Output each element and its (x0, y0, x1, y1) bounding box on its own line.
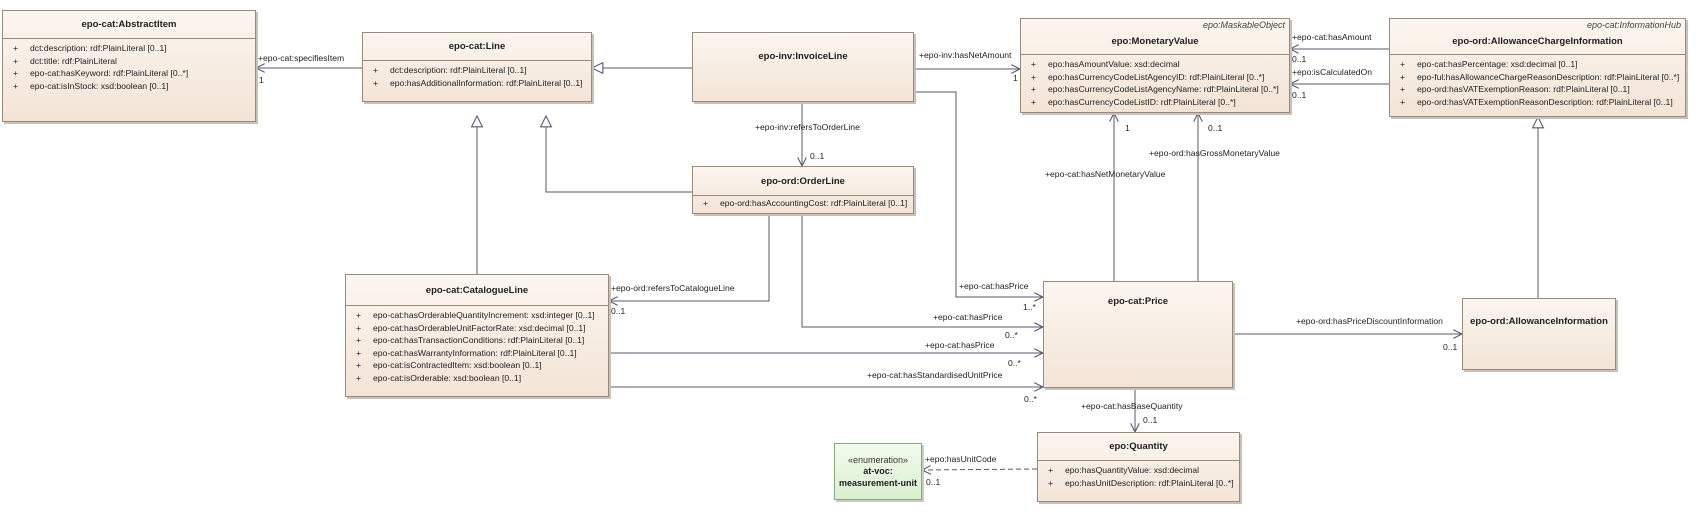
class-allowance-information[interactable]: epo-ord:AllowanceInformation (1462, 298, 1616, 370)
class-name: epo:Quantity (1109, 441, 1168, 452)
multiplicity-label: 0..1 (1443, 342, 1458, 352)
class-line[interactable]: epo-cat:Line +dct:description: rdf:Plain… (362, 32, 592, 102)
class-name: epo-cat:AbstractItem (81, 19, 177, 30)
role-label: +epo-ord:hasPriceDiscountInformation (1296, 316, 1443, 326)
class-name: epo-cat:CatalogueLine (425, 284, 529, 296)
multiplicity-label: 0..* (1008, 358, 1021, 368)
attribute: +epo-cat:hasKeyword: rdf:PlainLiteral [0… (13, 68, 189, 78)
class-name: epo-cat:Price (1107, 296, 1169, 307)
assoc-refers-to-catalogue-line (609, 214, 770, 301)
attribute: +epo-cat:isContractedItem: xsd:boolean [… (356, 360, 542, 370)
attribute: +epo-cat:hasOrderableQuantityIncrement: … (356, 310, 595, 320)
multiplicity-label: 0..1 (1292, 90, 1307, 100)
role-label: +epo-cat:hasPrice (959, 281, 1029, 291)
class-name: epo-ord:AllowanceInformation (1470, 315, 1608, 327)
multiplicity-label: 0..1 (810, 151, 825, 161)
stereotype: «enumeration» (847, 454, 909, 465)
role-label: +epo-cat:hasPrice (933, 312, 1003, 322)
stereotype: epo-cat:InformationHub (1586, 20, 1681, 30)
attribute: +epo:hasQuantityValue: xsd:decimal (1048, 465, 1200, 475)
class-order-line[interactable]: epo-ord:OrderLine +epo-ord:hasAccounting… (692, 166, 914, 214)
attribute: +epo-ord:hasVATExemptionReason: rdf:Plai… (1400, 84, 1630, 94)
enumeration-name: measurement-unit (838, 477, 918, 488)
multiplicity-label: 1 (259, 75, 264, 85)
generalization-orderline-to-line (546, 116, 692, 193)
role-label: +epo-cat:hasNetMonetaryValue (1045, 169, 1166, 179)
multiplicity-label: 0..1 (1292, 54, 1307, 64)
assoc-invoice-has-price (914, 91, 1043, 297)
enumeration-measurement-unit[interactable]: «enumeration» at-voc: measurement-unit (834, 443, 922, 500)
multiplicity-label: 1 (1013, 73, 1018, 83)
attribute: +epo-cat:isOrderable: xsd:boolean [0..1] (356, 372, 522, 383)
attribute: +dct:description: rdf:PlainLiteral [0..1… (13, 43, 167, 53)
attribute: +epo-cat:hasTransactionConditions: rdf:P… (356, 335, 585, 345)
stereotype: epo:MaskableObject (1202, 20, 1285, 30)
class-abstract-item[interactable]: epo-cat:AbstractItem +dct:description: r… (2, 10, 256, 122)
role-label: +epo-inv:refersToOrderLine (755, 122, 860, 132)
class-invoice-line[interactable]: epo-inv:InvoiceLine (692, 32, 914, 102)
role-label: +epo:hasUnitCode (925, 454, 997, 464)
enumeration-name: at-voc: (863, 465, 893, 476)
attribute: +epo-cat:hasOrderableUnitFactorRate: xsd… (356, 322, 586, 333)
attribute: +dct:description: rdf:PlainLiteral [0..1… (373, 65, 527, 75)
class-name: epo-ord:OrderLine (761, 175, 845, 187)
attribute: +dct:title: rdf:PlainLiteral (13, 55, 117, 66)
attribute: +epo:hasAdditionalInformation: rdf:Plain… (373, 77, 583, 88)
attribute: +epo:hasUnitDescription: rdf:PlainLitera… (1048, 477, 1234, 488)
multiplicity-label: 0..1 (611, 306, 626, 316)
class-name: epo-ord:AllowanceChargeInformation (1452, 36, 1623, 47)
class-price[interactable]: epo-cat:Price (1043, 281, 1233, 388)
multiplicity-label: 0..* (1005, 330, 1018, 340)
attribute: +epo-cat:isInStock: xsd:boolean [0..1] (13, 80, 169, 91)
multiplicity-label: 1 (1125, 123, 1130, 133)
role-label: +epo-cat:hasPrice (925, 340, 995, 350)
attribute: +epo-cat:hasWarrantyInformation: rdf:Pla… (356, 347, 577, 358)
multiplicity-label: 0..1 (1143, 415, 1158, 425)
multiplicity-label: 0..1 (1208, 123, 1223, 133)
role-label: +epo-cat:specifiesItem (258, 53, 345, 63)
class-quantity[interactable]: epo:Quantity +epo:hasQuantityValue: xsd:… (1037, 432, 1240, 502)
role-label: +epo-ord:hasGrossMonetaryValue (1149, 148, 1280, 158)
attribute: +epo-ord:hasAccountingCost: rdf:PlainLit… (703, 198, 908, 208)
attribute: +epo-cat:hasPercentage: xsd:decimal [0..… (1400, 59, 1578, 69)
role-label: +epo-ord:refersToCatalogueLine (611, 283, 735, 293)
multiplicity-label: 1..* (1023, 302, 1036, 312)
role-label: +epo-cat:hasBaseQuantity (1081, 401, 1183, 411)
class-name: epo-inv:InvoiceLine (758, 50, 848, 62)
attribute: +epo:hasCurrencyCodeListAgencyID: rdf:Pl… (1031, 71, 1265, 82)
multiplicity-label: 0..1 (926, 477, 941, 487)
class-name: epo:MonetaryValue (1111, 36, 1199, 47)
class-monetary-value[interactable]: epo:MaskableObject epo:MonetaryValue +ep… (1020, 18, 1290, 113)
role-label: +epo:isCalculatedOn (1292, 67, 1373, 77)
attribute: +epo-ful:hasAllowanceChargeReasonDescrip… (1400, 71, 1680, 82)
role-label: +epo-inv:hasNetAmount (919, 50, 1012, 60)
attribute: +epo:hasCurrencyCodeListID: rdf:PlainLit… (1031, 96, 1236, 107)
role-label: +epo-cat:hasAmount (1292, 32, 1372, 42)
class-name: epo-cat:Line (448, 41, 506, 52)
assoc-order-has-price (801, 214, 1043, 327)
multiplicity-label: 0..* (1024, 394, 1037, 404)
attribute: +epo:hasAmountValue: xsd:decimal (1031, 59, 1180, 69)
role-label: +epo-cat:hasStandardisedUnitPrice (867, 370, 1003, 380)
attribute: +epo:hasCurrencyCodeListAgencyName: rdf:… (1031, 84, 1279, 94)
attribute: +epo-ord:hasVATExemptionReasonDescriptio… (1400, 96, 1673, 107)
class-catalogue-line[interactable]: epo-cat:CatalogueLine +epo-cat:hasOrdera… (345, 274, 609, 397)
class-allowance-charge-information[interactable]: epo-cat:InformationHub epo-ord:Allowance… (1389, 18, 1686, 117)
assoc-has-unit-code (922, 469, 1038, 470)
